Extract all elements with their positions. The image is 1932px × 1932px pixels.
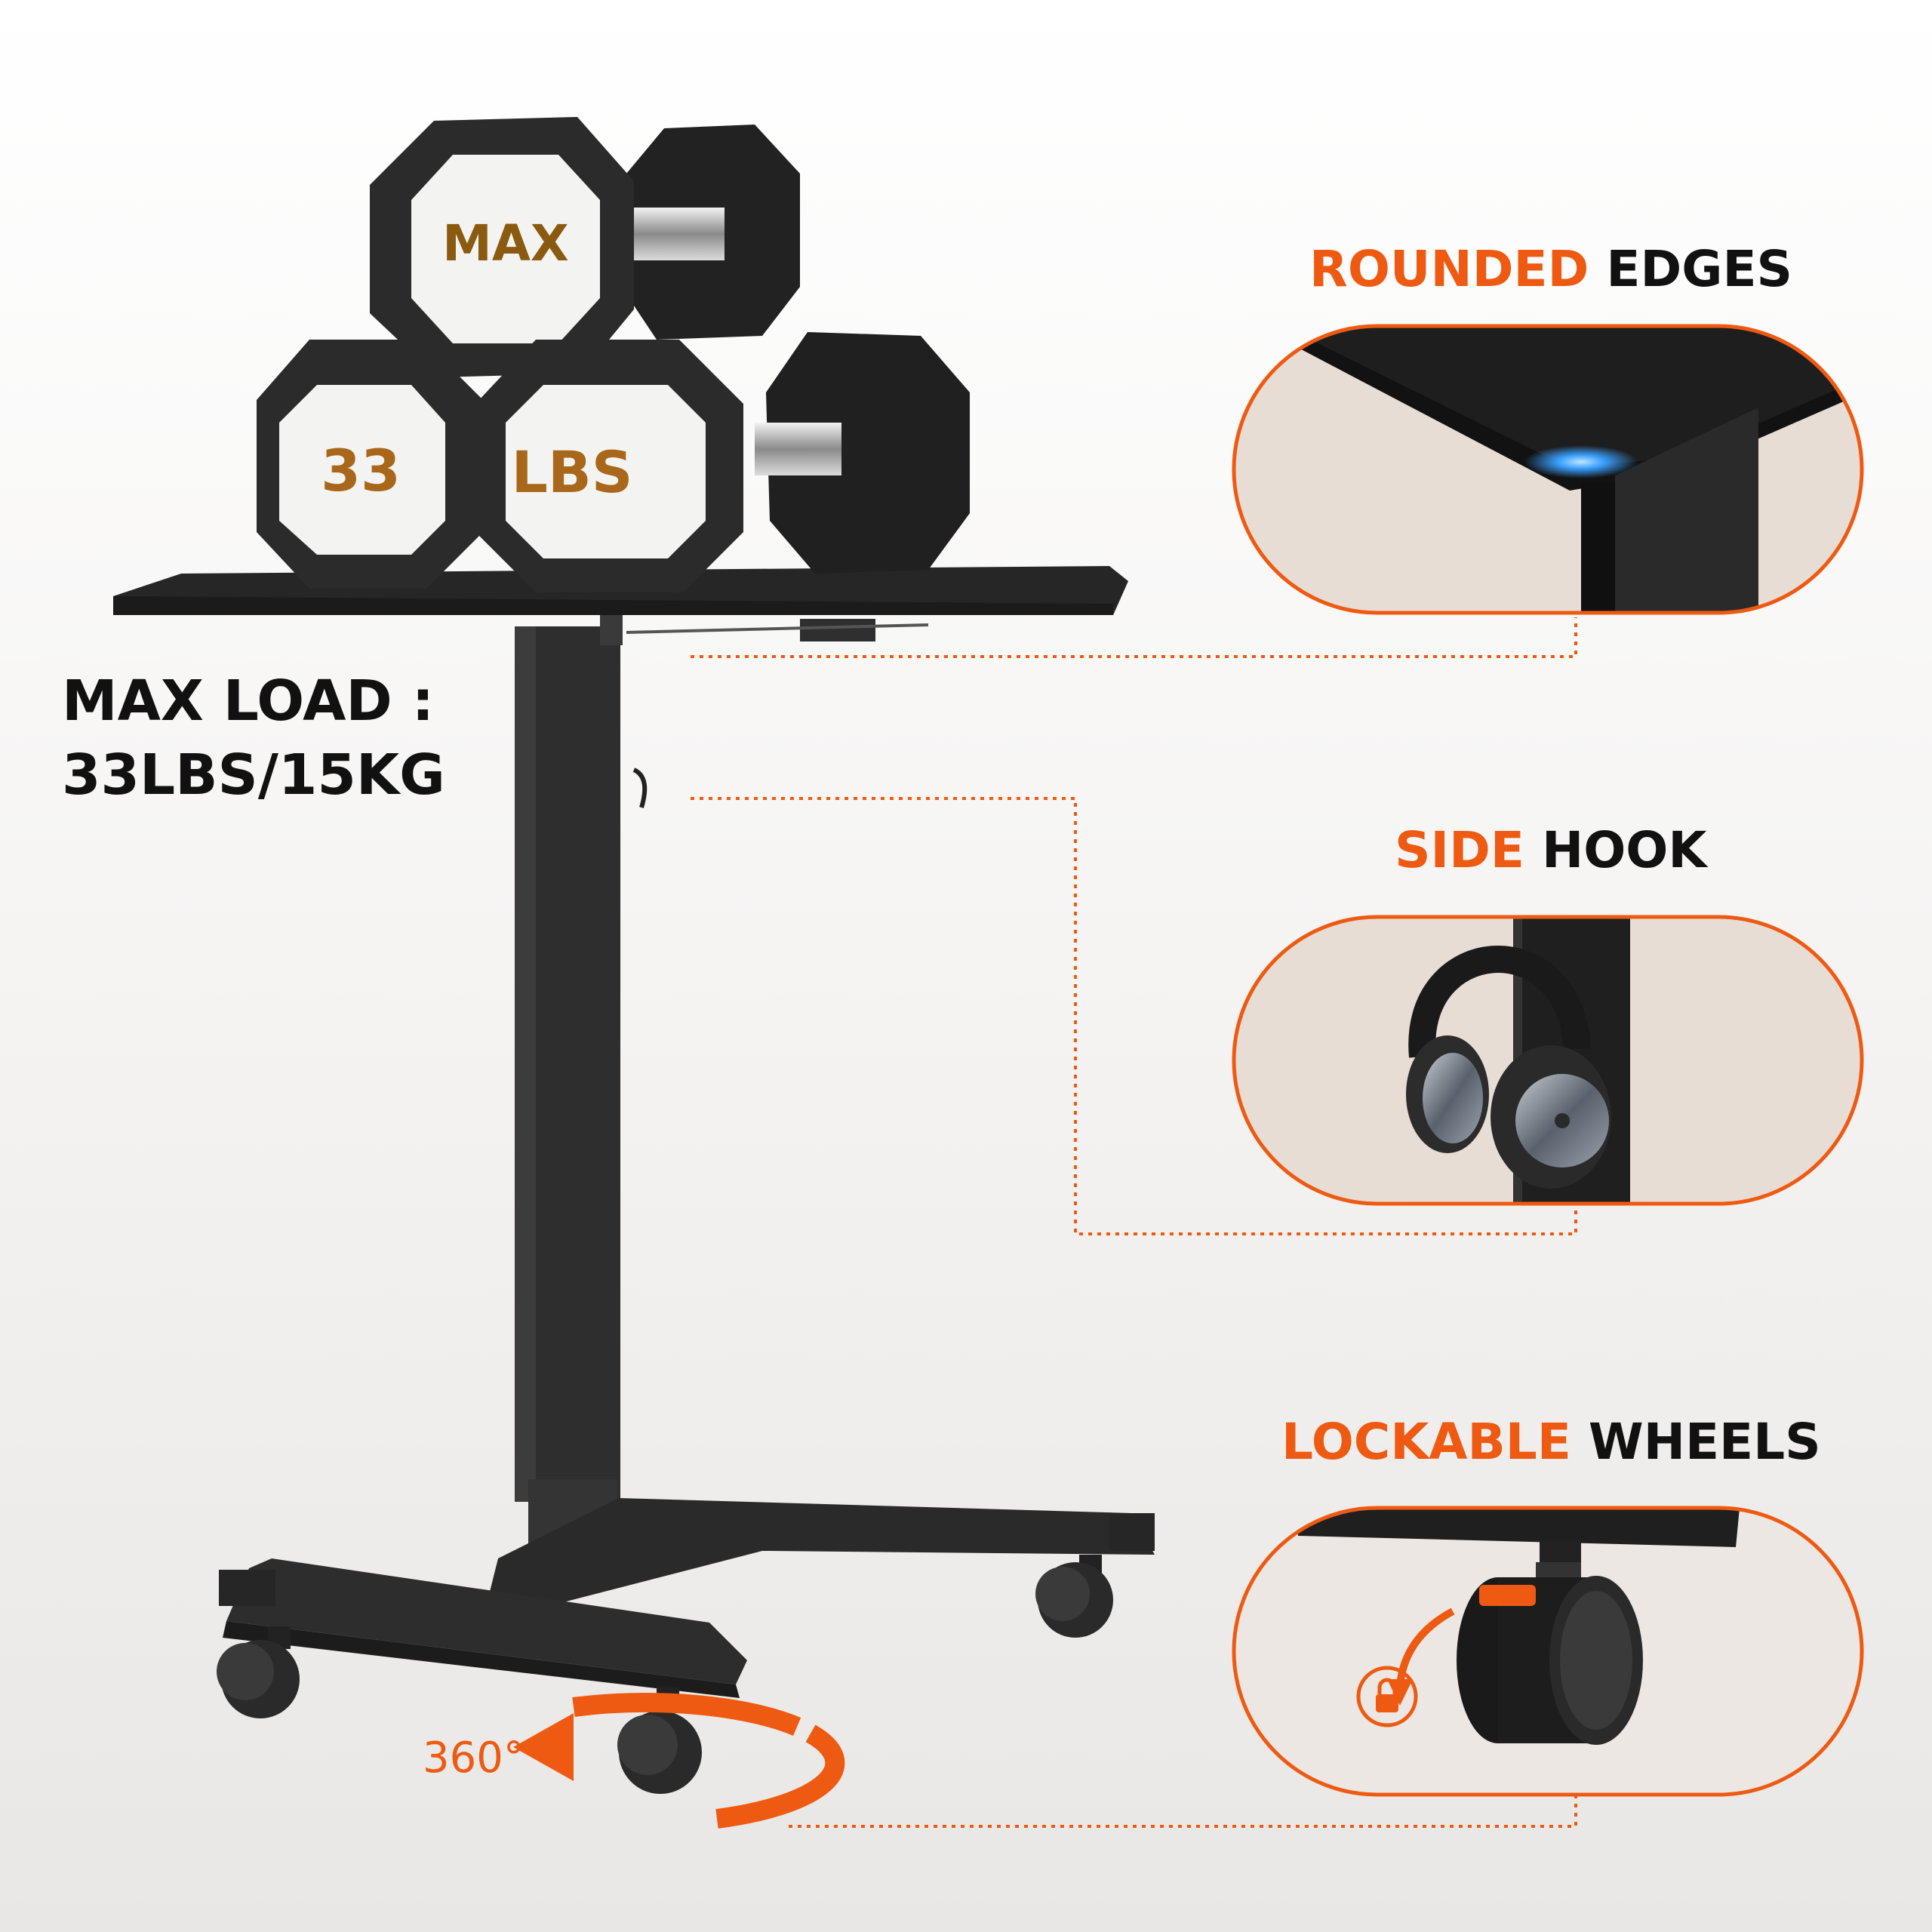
base-frame (219, 1498, 1155, 1698)
feature-title-rest: EDGES (1606, 240, 1793, 298)
padlock-icon (1356, 1666, 1418, 1727)
feature-title-rest: WHEELS (1588, 1413, 1821, 1471)
feature-title-rounded-edges: ROUNDED EDGES (1309, 240, 1792, 298)
feature-title-accent: ROUNDED (1309, 240, 1589, 298)
callout-lines (691, 617, 1577, 1828)
rotation-label: 360° (423, 1734, 525, 1783)
dumbbell-max-label: MAX (442, 214, 569, 272)
caster-front-left (217, 1626, 300, 1718)
lock-pedal (1479, 1585, 1536, 1606)
caster-front-center (617, 1687, 702, 1794)
feature-title-accent: LOCKABLE (1281, 1413, 1571, 1471)
dumbbell-33-label: 33 (321, 437, 401, 504)
dumbbell-lbs: LBS (475, 340, 743, 592)
headphones-on-hook-icon (1406, 917, 1630, 1204)
rotation-indicator: 360° (423, 1693, 845, 1829)
caster-back-right (1035, 1555, 1113, 1638)
panel-lockable-wheels (1232, 1506, 1864, 1797)
dumbbell-max: MAX (370, 117, 634, 377)
dumbbell-33: 33 (257, 340, 483, 589)
desk-corner-icon (1275, 326, 1862, 613)
panel-rounded-edges (1232, 324, 1864, 615)
feature-title-rest: HOOK (1541, 821, 1707, 879)
dumbbell-stack: MAX 33 LBS (257, 117, 970, 592)
locking-caster-icon (1298, 1508, 1740, 1745)
panel-side-hook (1232, 915, 1864, 1206)
side-hook (632, 768, 648, 808)
max-load-line1: MAX LOAD : (62, 669, 435, 734)
lock-arrow-icon (1396, 1607, 1455, 1687)
rotation-arrowhead-icon (513, 1713, 574, 1781)
max-load-label: MAX LOAD : 33LBS/15KG (62, 664, 445, 812)
dumbbell-lbs-label: LBS (511, 438, 632, 506)
feature-title-side-hook: SIDE HOOK (1395, 821, 1707, 879)
feature-title-accent: SIDE (1395, 821, 1524, 879)
feature-title-lockable-wheels: LOCKABLE WHEELS (1281, 1413, 1821, 1471)
max-load-line2: 33LBS/15KG (62, 743, 445, 808)
